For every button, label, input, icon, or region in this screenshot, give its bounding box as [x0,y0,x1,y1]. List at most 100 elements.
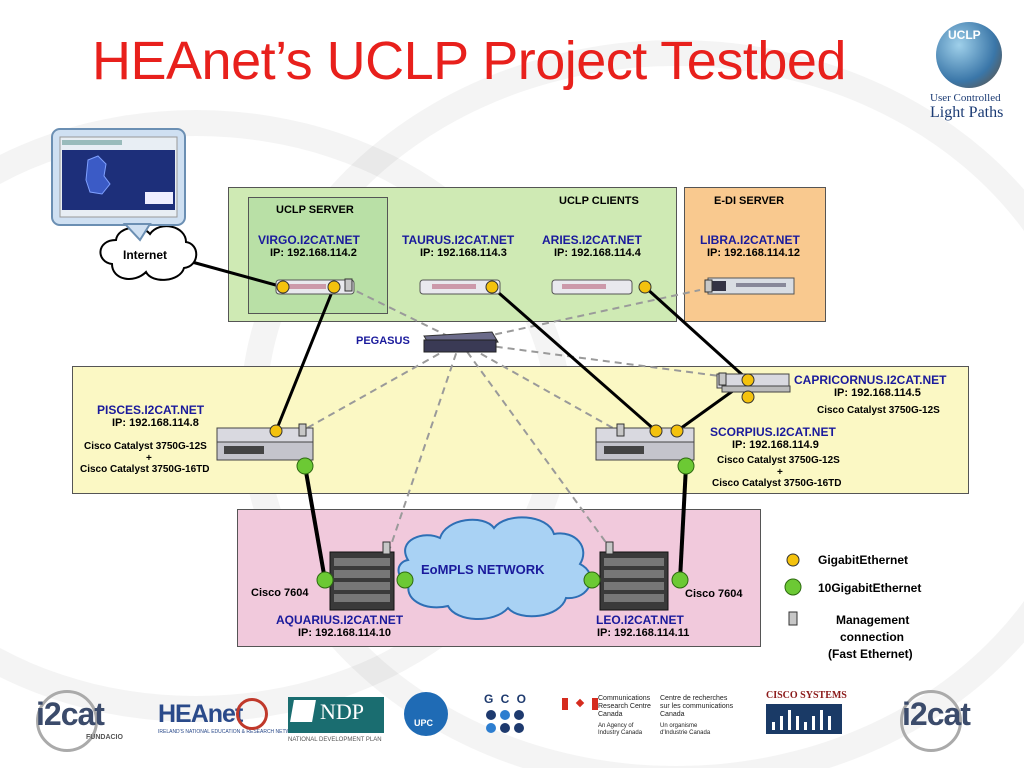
i2cat-wordmark: i2cat [902,696,971,732]
capricornus-switch [716,373,791,393]
tengig-port-icon [671,571,689,589]
upc-logo: UPC [404,692,448,736]
ndp-logo: NDP NATIONAL DEVELOPMENT PLAN [288,697,384,743]
taurus-ip: IP: 192.168.114.3 [420,247,507,259]
legend-gigabit-label: GigabitEthernet [818,553,909,567]
taurus-server [419,279,501,295]
circle-icon [900,690,962,752]
edi-server-heading: E-DI SERVER [714,195,785,207]
scorpius-switch [595,427,695,461]
bar-icon [812,716,815,730]
gigabit-port-icon [276,280,290,294]
pisces-host: PISCES.I2CAT.NET [97,403,205,417]
aquarius-model: Cisco 7604 [251,587,309,599]
edi-server-region [684,187,826,322]
mgmt-link-leo [459,341,611,549]
dot-icon [514,723,524,733]
legend-tengig-label: 10GigabitEthernet [818,581,922,595]
mgmt-port-icon [382,541,391,555]
ndp-wordmark: NDP [320,699,365,724]
cisco-wordmark: CISCO SYSTEMS [766,690,847,701]
aquarius-ip: IP: 192.168.114.10 [298,627,391,639]
pegasus-switch [423,331,499,353]
crc-en-line: An Agency of [598,723,634,729]
gigabit-port-icon [327,280,341,294]
mgmt-link-capricornus [459,341,751,381]
cisco-bridge-icon [766,704,842,734]
dot-icon [486,710,496,720]
mgmt-link-aquarius [389,341,461,549]
leo-host: LEO.I2CAT.NET [596,613,684,627]
leo-ip: IP: 192.168.114.11 [597,627,690,639]
gigabit-port-icon [741,390,755,404]
heanet-globe-icon [236,698,268,730]
leo-model: Cisco 7604 [685,588,743,600]
legend-tengig-icon [784,578,802,596]
bar-icon [820,710,823,730]
crc-en-line: Industry Canada [598,730,643,736]
mgmt-port-icon [298,423,307,437]
i2cat-wordmark: i2cat [36,696,105,732]
link-aries-capricornus [643,285,750,382]
mgmt-port-icon [616,423,625,437]
pisces-ip: IP: 192.168.114.8 [112,417,199,429]
uclp-logo-line1: User Controlled [930,92,1001,104]
tengig-ports [296,457,695,589]
mgmt-port-icon [718,372,727,386]
scorpius-host: SCORPIUS.I2CAT.NET [710,425,836,439]
link-pisces-aquarius [303,465,327,581]
gco-wordmark: G C O [484,692,529,706]
tengig-port-icon [583,571,601,589]
gco-logo: G C O [484,692,534,736]
ndp-tagline: NATIONAL DEVELOPMENT PLAN [288,737,382,743]
dot-icon [486,723,496,733]
gigabit-links [274,285,750,433]
ndp-emblem-icon [290,700,316,722]
uclp-logo-line2: Light Paths [930,104,1004,121]
link-scorpius-leo [678,465,688,581]
crc-fr-line: Un organisme [660,723,698,729]
bar-icon [772,722,775,730]
pisces-switch [216,427,314,461]
pisces-model1: Cisco Catalyst 3750G-12S [84,441,207,452]
gigabit-port-icon [741,373,755,387]
leo-router [599,551,669,611]
aries-server [551,279,633,295]
uclp-logo: UCLP User Controlled Light Paths [928,20,1018,130]
scorpius-ip: IP: 192.168.114.9 [732,439,819,451]
app-screenshot-callout [51,128,186,242]
cisco-logo: CISCO SYSTEMS [766,690,847,736]
bar-icon [788,710,791,730]
dot-icon [500,723,510,733]
gigabit-port-icon [269,424,283,438]
aquarius-host: AQUARIUS.I2CAT.NET [276,613,404,627]
capricornus-ip: IP: 192.168.114.5 [834,387,921,399]
bar-icon [828,716,831,730]
tengig-port-icon [677,457,695,475]
gigabit-port-icon [638,280,652,294]
mgmt-link-virgo [349,287,461,343]
crc-en-line: Communications [598,695,651,702]
gigabit-ports [269,280,755,438]
legend-mgmt-line2: connection [840,630,905,644]
scorpius-model2: Cisco Catalyst 3750G-16TD [712,478,842,489]
globe-icon [936,22,1002,88]
heanet-tagline: IRELAND'S NATIONAL EDUCATION & RESEARCH … [158,729,302,735]
internet-label: Internet [123,248,168,262]
bar-icon [804,722,807,730]
internet-cloud [99,225,198,281]
legend-mgmt-icon [788,611,798,626]
legend-gigabit-icon [786,553,800,567]
bar-icon [796,716,799,730]
bar-icon [780,716,783,730]
mgmt-link-scorpius [459,341,621,433]
aquarius-router [329,551,395,611]
heanet-wordmark: HEAnet [158,700,243,728]
crc-french: Centre de recherches sur les communicati… [660,695,733,737]
link-taurus-scorpius [491,285,657,433]
capricornus-host: CAPRICORNUS.I2CAT.NET [794,373,947,387]
mgmt-port-icon [704,279,713,293]
eompls-label: EoMPLS NETWORK [421,562,545,577]
